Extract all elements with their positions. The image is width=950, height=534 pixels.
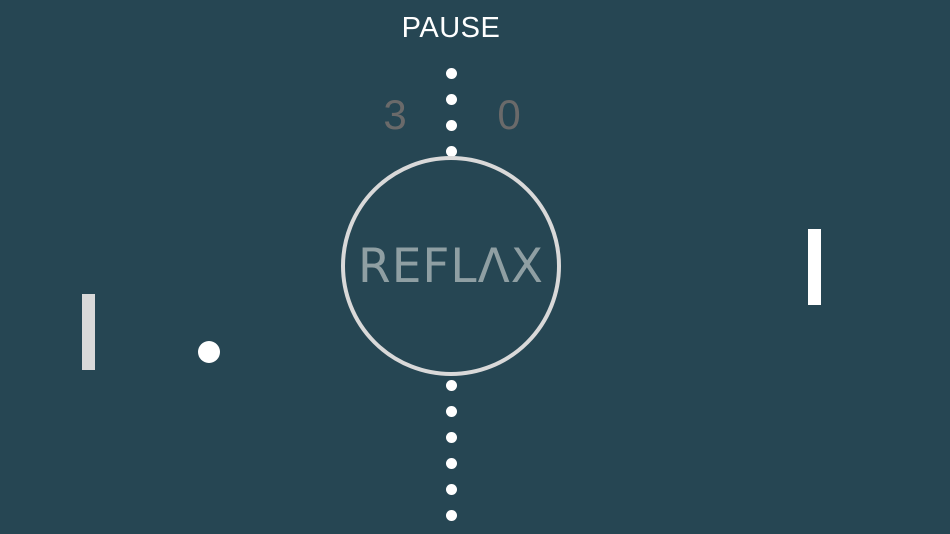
net-dot [446, 68, 457, 79]
net-dot [446, 432, 457, 443]
right-player-score: 0 [497, 91, 521, 138]
ball [198, 341, 220, 363]
net-dot [446, 380, 457, 391]
pause-button[interactable]: PAUSE [401, 12, 501, 44]
game-logo: REFLΛX [358, 239, 544, 294]
net-dot [446, 146, 457, 157]
center-circle [341, 156, 561, 376]
left-paddle[interactable] [82, 294, 95, 370]
net-dot [446, 94, 457, 105]
net-dot [446, 120, 457, 131]
net-dot [446, 510, 457, 521]
net-dot [446, 406, 457, 417]
net-dot [446, 458, 457, 469]
right-paddle[interactable] [808, 229, 821, 305]
net-dot [446, 484, 457, 495]
left-player-score: 3 [383, 91, 407, 138]
